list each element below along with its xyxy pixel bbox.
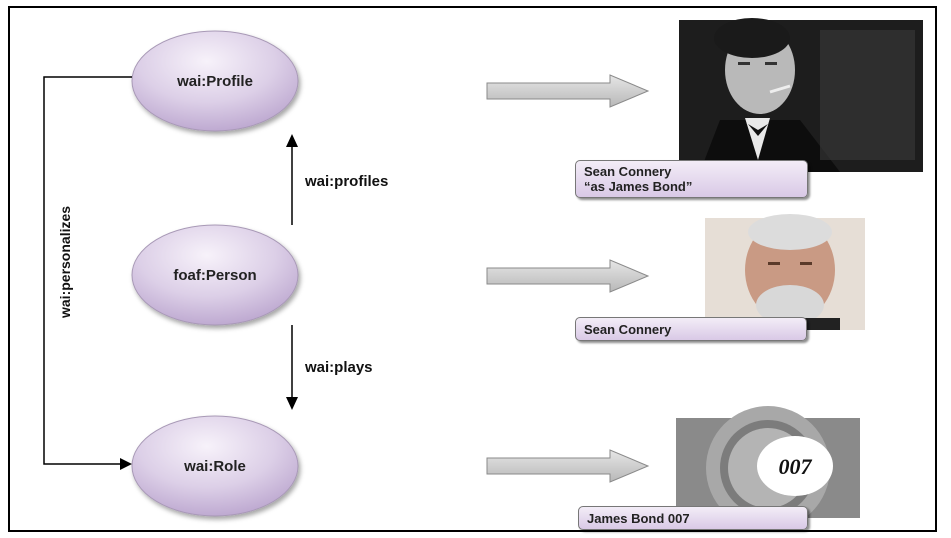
caption-person-text: Sean Connery bbox=[584, 322, 672, 337]
person-node: foaf:Person bbox=[131, 224, 299, 326]
caption-bond-profile-line-1: Sean Connery bbox=[584, 164, 672, 179]
profiles-edge-label: wai:profiles bbox=[304, 173, 388, 190]
arrowhead-down-icon bbox=[286, 397, 298, 410]
person-node-label: foaf:Person bbox=[173, 267, 256, 284]
caption-person: Sean Connery bbox=[575, 317, 807, 341]
james-bond-007-logo-image: 007 bbox=[676, 406, 860, 530]
profiles-edge: wai:profiles bbox=[286, 134, 388, 225]
diagram-frame bbox=[8, 6, 937, 532]
caption-role: James Bond 007 bbox=[578, 506, 808, 530]
caption-bond-profile-line-2: “as James Bond” bbox=[584, 179, 693, 194]
block-arrow-profile bbox=[486, 74, 650, 108]
caption-role-text: James Bond 007 bbox=[587, 511, 690, 526]
arrowhead-right-icon bbox=[120, 458, 132, 470]
arrowhead-up-icon bbox=[286, 134, 298, 147]
role-node-label: wai:Role bbox=[183, 458, 246, 475]
personalizes-edge: wai:personalizes bbox=[43, 76, 132, 470]
role-node: wai:Role bbox=[131, 415, 299, 517]
personalizes-edge-label: wai:personalizes bbox=[57, 206, 73, 319]
block-arrow-person bbox=[486, 259, 650, 293]
sean-connery-portrait bbox=[705, 214, 865, 330]
plays-edge-label: wai:plays bbox=[304, 359, 373, 376]
bond-tuxedo-photo bbox=[679, 18, 923, 172]
caption-bond-profile: Sean Connery “as James Bond” bbox=[575, 160, 808, 198]
profile-node: wai:Profile bbox=[131, 30, 299, 132]
007-logo-text: 007 bbox=[779, 454, 813, 479]
profile-node-label: wai:Profile bbox=[176, 73, 253, 90]
block-arrow-role bbox=[486, 449, 650, 483]
plays-edge: wai:plays bbox=[286, 325, 373, 410]
